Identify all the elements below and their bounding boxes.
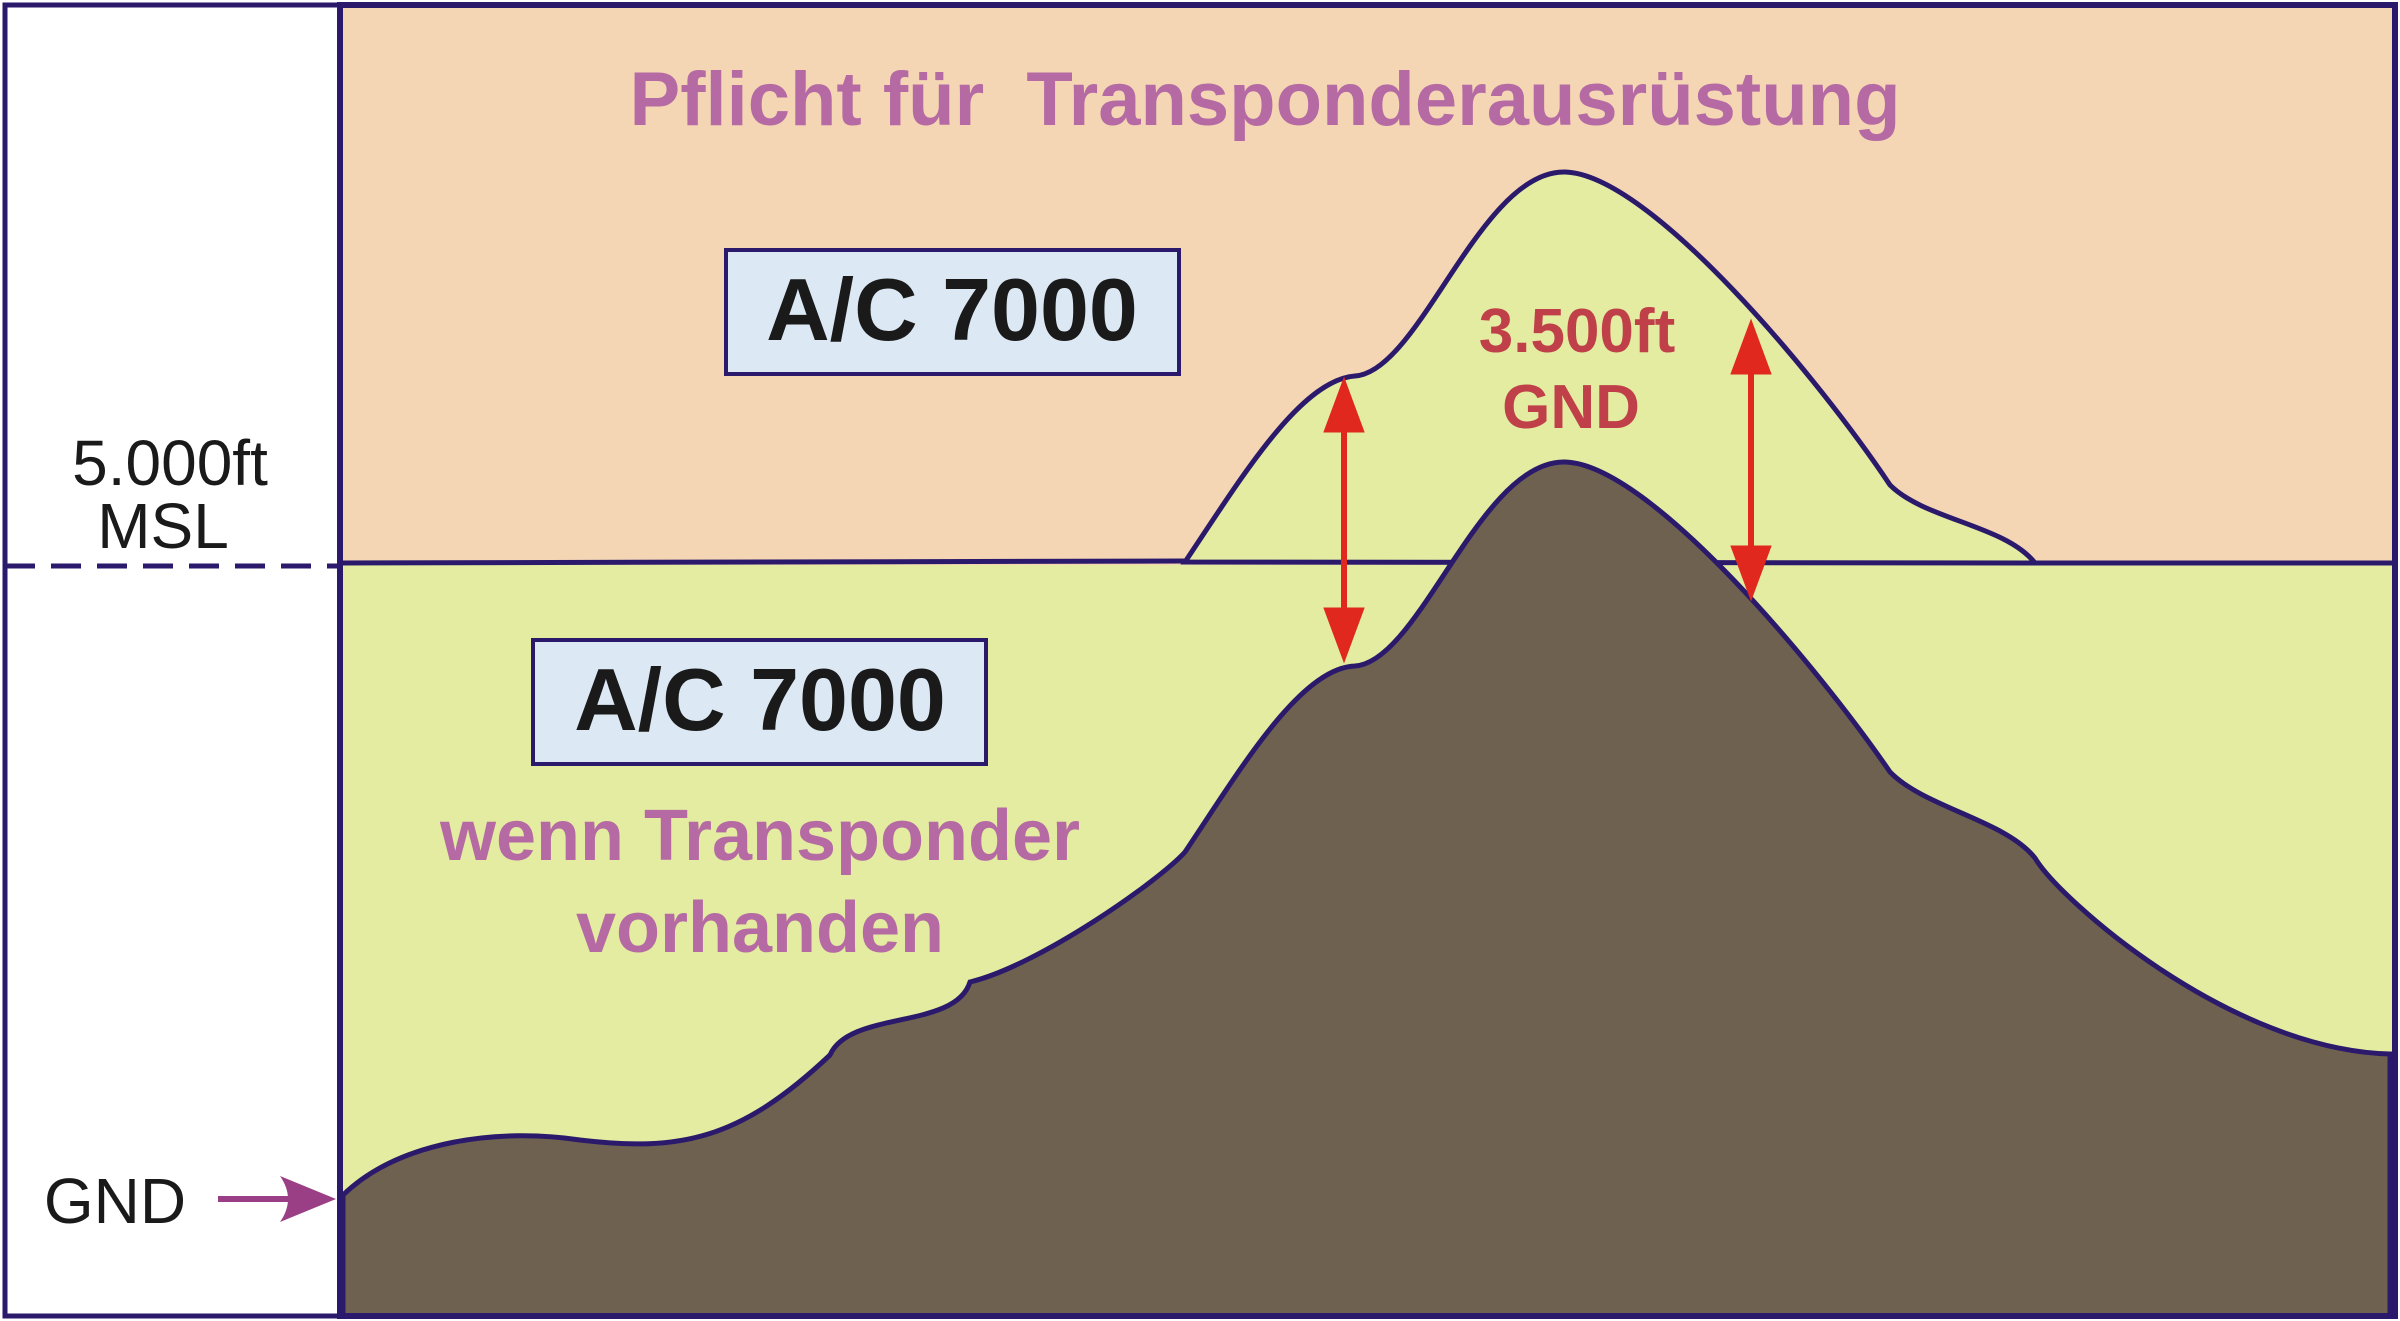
- lower-code-box: [531, 638, 988, 766]
- agl-boundary-bump: [1180, 169, 2041, 566]
- agl-label-line1: 3.500ft: [1479, 297, 1675, 366]
- upper-code-box: [724, 248, 1181, 376]
- diagram-frame: [337, 2, 2398, 1319]
- title-text: Pflicht für Transponderausrüstung: [630, 57, 1901, 142]
- transponder-note-line1: wenn Transponder: [439, 796, 1080, 876]
- lower-code-label: A/C 7000: [574, 650, 946, 749]
- msl-label-line2: MSL: [97, 490, 229, 562]
- upper-code-label: A/C 7000: [766, 260, 1138, 359]
- gnd-arrow: [218, 1176, 336, 1222]
- terrain: [340, 459, 2393, 1319]
- msl-label-line1: 5.000ft: [72, 427, 268, 499]
- agl-arrow-right: [1730, 318, 1772, 602]
- agl-label-line2: GND: [1502, 373, 1640, 442]
- msl-boundary-left: [339, 558, 1186, 566]
- scale-column: [2, 2, 343, 1319]
- agl-arrow-left: [1323, 376, 1365, 664]
- gnd-label: GND: [44, 1165, 186, 1237]
- transponder-note-line2: vorhanden: [576, 888, 944, 968]
